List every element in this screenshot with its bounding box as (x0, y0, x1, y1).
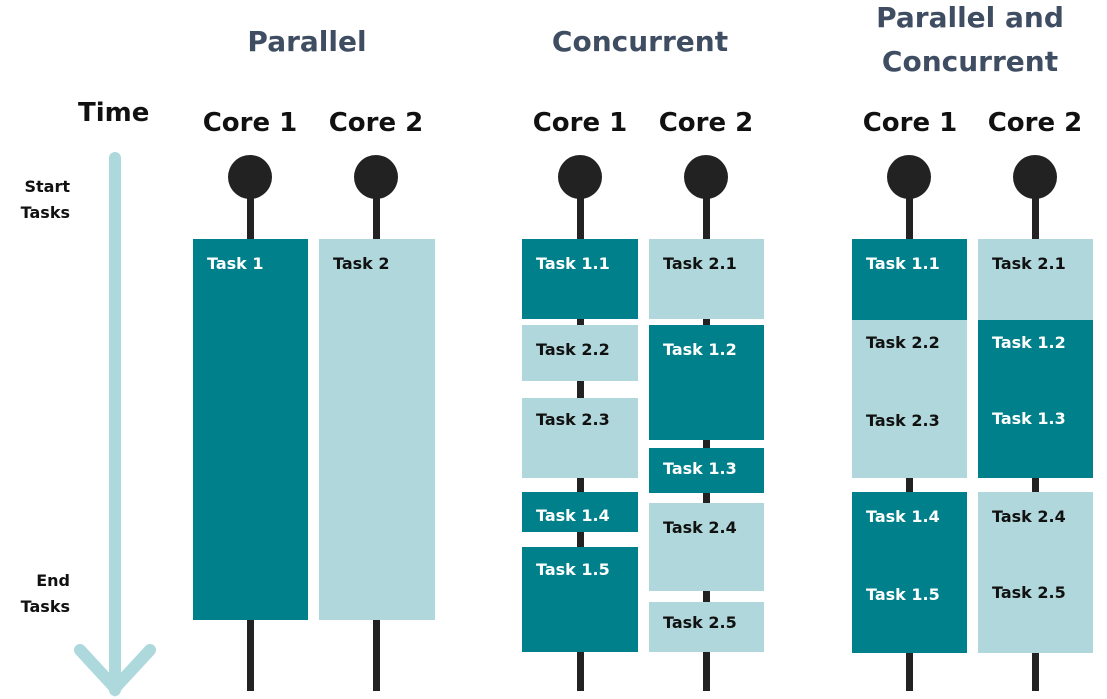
pc-task-1-1: Task 1.1 (866, 254, 940, 273)
pc-core-2-label: Core 2 (987, 108, 1083, 138)
section-title-text: Parallel and Concurrent (876, 1, 1064, 78)
pc-task-1-4: Task 1.4 (866, 507, 940, 526)
section-title-parallel-and-concurrent: Parallel and Concurrent (840, 0, 1100, 84)
pc-task-2-4: Task 2.4 (992, 507, 1066, 526)
pc-core-2-knob (1013, 155, 1057, 199)
time-arrow (74, 152, 156, 697)
parallel-core-2-label: Core 2 (328, 108, 424, 138)
section-title-parallel: Parallel (247, 25, 367, 58)
time-axis-label: Time (78, 98, 150, 128)
pc-core2-block-3: Task 2.4 Task 2.5 (978, 492, 1093, 653)
pc-core-1-label: Core 1 (862, 108, 958, 138)
concurrent-task-2-3: Task 2.3 (522, 398, 638, 478)
concurrent-task-1-5: Task 1.5 (522, 547, 638, 652)
concurrent-task-1-2: Task 1.2 (649, 325, 764, 440)
pc-core-1-knob (887, 155, 931, 199)
parallel-task-2: Task 2 (319, 239, 435, 620)
concurrent-core-1-label: Core 1 (532, 108, 628, 138)
pc-task-1-2: Task 1.2 (992, 333, 1066, 352)
pc-task-1-3: Task 1.3 (992, 409, 1066, 428)
end-tasks-label: End Tasks (20, 571, 70, 616)
concurrent-task-1-3: Task 1.3 (649, 448, 764, 493)
pc-task-1-5: Task 1.5 (866, 585, 940, 604)
concurrent-core-1-knob (558, 155, 602, 199)
start-tasks-label: Start Tasks (20, 177, 70, 222)
concurrent-core-2-label: Core 2 (658, 108, 754, 138)
pc-task-2-3: Task 2.3 (866, 411, 940, 430)
pc-core1-block-2: Task 2.2 Task 2.3 (852, 320, 967, 478)
pc-task-2-2: Task 2.2 (866, 333, 940, 352)
concurrent-task-2-4: Task 2.4 (649, 503, 764, 591)
pc-core2-block-1: Task 2.1 (978, 239, 1093, 320)
parallel-task-1: Task 1 (193, 239, 308, 620)
concurrent-task-2-5: Task 2.5 (649, 602, 764, 652)
section-title-concurrent: Concurrent (551, 25, 729, 58)
parallel-core-1-knob (228, 155, 272, 199)
concurrent-task-1-1: Task 1.1 (522, 239, 638, 319)
pc-task-2-5: Task 2.5 (992, 583, 1066, 602)
concurrent-core-2-knob (684, 155, 728, 199)
concurrent-task-2-2: Task 2.2 (522, 325, 638, 381)
parallel-core-2-knob (354, 155, 398, 199)
concurrent-task-2-1: Task 2.1 (649, 239, 764, 319)
pc-task-2-1: Task 2.1 (992, 254, 1066, 273)
parallel-core-1-label: Core 1 (202, 108, 298, 138)
pc-core2-block-2: Task 1.2 Task 1.3 (978, 320, 1093, 478)
pc-core1-block-3: Task 1.4 Task 1.5 (852, 492, 967, 653)
pc-core1-block-1: Task 1.1 (852, 239, 967, 320)
concurrent-task-1-4: Task 1.4 (522, 492, 638, 532)
